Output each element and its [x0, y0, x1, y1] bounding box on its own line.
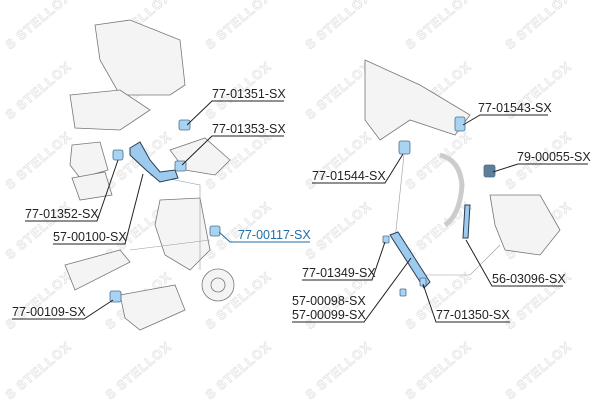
bushing-77-00117 [209, 225, 221, 237]
bushing-77-01352 [112, 149, 124, 161]
leader-79-00055 [492, 163, 588, 173]
label-77-01353[interactable]: 77-01353-SX [212, 122, 286, 136]
label-56-03096[interactable]: 56-03096-SX [492, 272, 566, 286]
assembly-guide-lines-right [394, 154, 501, 276]
label-77-01350[interactable]: 77-01350-SX [436, 308, 510, 322]
watermark-logo: S STELLOX [202, 0, 274, 52]
leader-77-01349 [302, 241, 386, 281]
leader-77-01544 [312, 153, 404, 184]
watermark-logo: S STELLOX [2, 339, 74, 400]
part-labels: 77-01351-SX 77-01353-SX 77-01352-SX 57-0… [12, 87, 591, 322]
subframe-arm [69, 89, 151, 131]
watermark-logo: S STELLOX [302, 59, 374, 123]
bushing-77-01544 [398, 140, 411, 155]
hub-center [210, 277, 226, 293]
leader-77-00117 [218, 231, 310, 243]
label-77-01351[interactable]: 77-01351-SX [212, 87, 286, 101]
watermark-logo: S STELLOX [402, 269, 474, 333]
watermark-logo: S STELLOX [302, 339, 374, 400]
knuckle-right [489, 194, 561, 256]
wheel-carrier [154, 197, 211, 271]
label-77-01544[interactable]: 77-01544-SX [312, 169, 386, 183]
label-77-01349[interactable]: 77-01349-SX [302, 266, 376, 280]
bushing-77-01543 [454, 116, 466, 132]
leader-57-00100 [53, 173, 144, 245]
leader-77-01543 [462, 114, 548, 126]
watermark-logo: S STELLOX [302, 0, 374, 52]
watermark-logo: S STELLOX [2, 59, 74, 123]
mount-bracket-lower [71, 171, 113, 201]
watermark-logo: S STELLOX [202, 339, 274, 400]
bushing-79-00055 [483, 164, 496, 178]
label-77-01352[interactable]: 77-01352-SX [25, 207, 99, 221]
watermark-logo: S STELLOX [102, 339, 174, 400]
leader-57-00098 [292, 257, 412, 323]
label-57-00100[interactable]: 57-00100-SX [53, 230, 127, 244]
leader-77-01350 [422, 283, 510, 323]
left-suspension-drawing [64, 19, 235, 331]
stabilizer-bar [439, 152, 465, 228]
bushing-77-01350 [419, 277, 427, 287]
watermark-logo: S STELLOX [402, 339, 474, 400]
watermark-logo: S STELLOX [502, 339, 574, 400]
watermark-logo: S STELLOX [502, 0, 574, 52]
label-57-00099[interactable]: 57-00099-SX [292, 308, 366, 322]
watermark-logo: S STELLOX [2, 269, 74, 333]
leader-56-03096 [465, 239, 563, 287]
watermark-logo: S STELLOX [2, 129, 74, 193]
label-79-00055[interactable]: 79-00055-SX [517, 150, 591, 164]
leader-77-00109 [12, 299, 114, 320]
control-arm-57-00100 [129, 141, 179, 183]
leader-77-01351 [186, 100, 284, 126]
bushing-77-01351 [178, 119, 191, 131]
leader-77-01353 [181, 135, 284, 166]
heat-shield [64, 249, 131, 291]
label-77-00109[interactable]: 77-00109-SX [12, 305, 86, 319]
bolt-bushing [399, 288, 407, 297]
label-77-01543[interactable]: 77-01543-SX [478, 101, 552, 115]
subframe-right [364, 59, 471, 141]
watermark-logo: S STELLOX [402, 0, 474, 52]
label-77-00117[interactable]: 77-00117-SX [238, 228, 311, 242]
leader-lines [12, 100, 588, 323]
bushing-77-01349 [382, 235, 390, 244]
stabilizer-link-56-03096 [462, 204, 471, 239]
leader-77-01352 [25, 159, 119, 222]
subframe-left [94, 19, 186, 96]
watermark-logo: S STELLOX [302, 199, 374, 263]
right-suspension-drawing [364, 59, 561, 297]
watermark-logo: S STELLOX [2, 0, 74, 52]
bushing-77-00109 [109, 290, 122, 303]
lower-arm [119, 284, 186, 331]
label-57-00098[interactable]: 57-00098-SX [292, 294, 366, 308]
